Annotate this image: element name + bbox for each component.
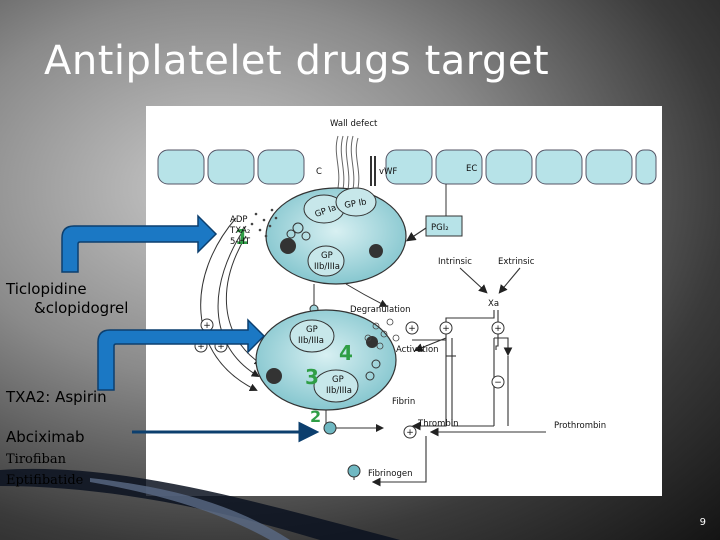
label-aspirin: TXA2: Aspirin (6, 388, 107, 406)
plus-sign: + (217, 342, 225, 352)
label-prothrombin: Prothrombin (554, 421, 606, 431)
arrow-aspirin (97, 318, 266, 391)
plus-sign: + (494, 324, 502, 334)
plus-sign: + (442, 324, 450, 334)
slide-title: Antiplatelet drugs target (44, 38, 550, 84)
label-gp-top: GP (321, 251, 333, 261)
label-iib-iiia-bottom: IIb/IIIa (326, 386, 352, 396)
label-intrinsic: Intrinsic (438, 257, 472, 267)
plus-sign: + (406, 428, 414, 438)
step-1: 1 (235, 225, 249, 249)
label-tirofiban: Tirofiban (6, 452, 66, 467)
label-xa: Xa (488, 299, 499, 309)
label-c: C (316, 167, 322, 177)
label-thrombin: Thrombin (417, 419, 459, 429)
label-gp-bottom: GP (332, 375, 344, 385)
released-granules (250, 208, 278, 238)
label-fibrin: Fibrin (392, 397, 415, 407)
plus-sign: + (408, 324, 416, 334)
degranulation-cluster (364, 318, 400, 350)
label-gp-middle: GP (306, 325, 318, 335)
label-abciximab: Abciximab (6, 428, 85, 446)
label-ec: EC (466, 164, 477, 174)
label-vwf: vWF (379, 167, 397, 177)
arrow-ticlopidine (61, 214, 218, 273)
page-number: 9 (699, 517, 706, 528)
label-5ht: 5-HT (230, 237, 251, 247)
label-eptifibatide: Eptifibatide (6, 473, 84, 488)
feedback-arrows (200, 217, 263, 391)
plus-sign: + (203, 321, 211, 331)
label-degranulation: Degranulation (350, 305, 411, 315)
cascade-arrows (371, 267, 546, 487)
label-ticlopidine: Ticlopidine (6, 280, 87, 298)
coagulation-diagram: 1 3 4 2 Wall defect C vWF EC GP Ia GP Ib… (146, 106, 662, 496)
arrow-abciximab (132, 421, 320, 443)
label-pgi2: PGI₂ (431, 223, 449, 233)
label-activation: Activation (396, 345, 439, 355)
diagram-svg: 1 3 4 2 Wall defect C vWF EC GP Ia GP Ib… (157, 119, 657, 487)
label-clopidogrel: &clopidogrel (34, 299, 129, 317)
minus-sign: − (494, 378, 502, 388)
step-3: 3 (305, 365, 319, 389)
label-iib-iiia-top: IIb/IIIa (314, 262, 340, 272)
label-adp: ADP (230, 215, 248, 225)
step-2: 2 (310, 407, 321, 426)
label-fibrinogen: Fibrinogen (368, 469, 412, 479)
label-txa2: TXA₂ (229, 226, 250, 236)
endothelial-cells (157, 149, 657, 185)
label-extrinsic: Extrinsic (498, 257, 535, 267)
label-gp-ib: GP Ib (344, 197, 368, 211)
step-4: 4 (339, 341, 353, 365)
label-wall-defect: Wall defect (330, 119, 378, 129)
label-iib-iiia-middle: IIb/IIIa (298, 336, 324, 346)
plus-sign: + (197, 342, 205, 352)
